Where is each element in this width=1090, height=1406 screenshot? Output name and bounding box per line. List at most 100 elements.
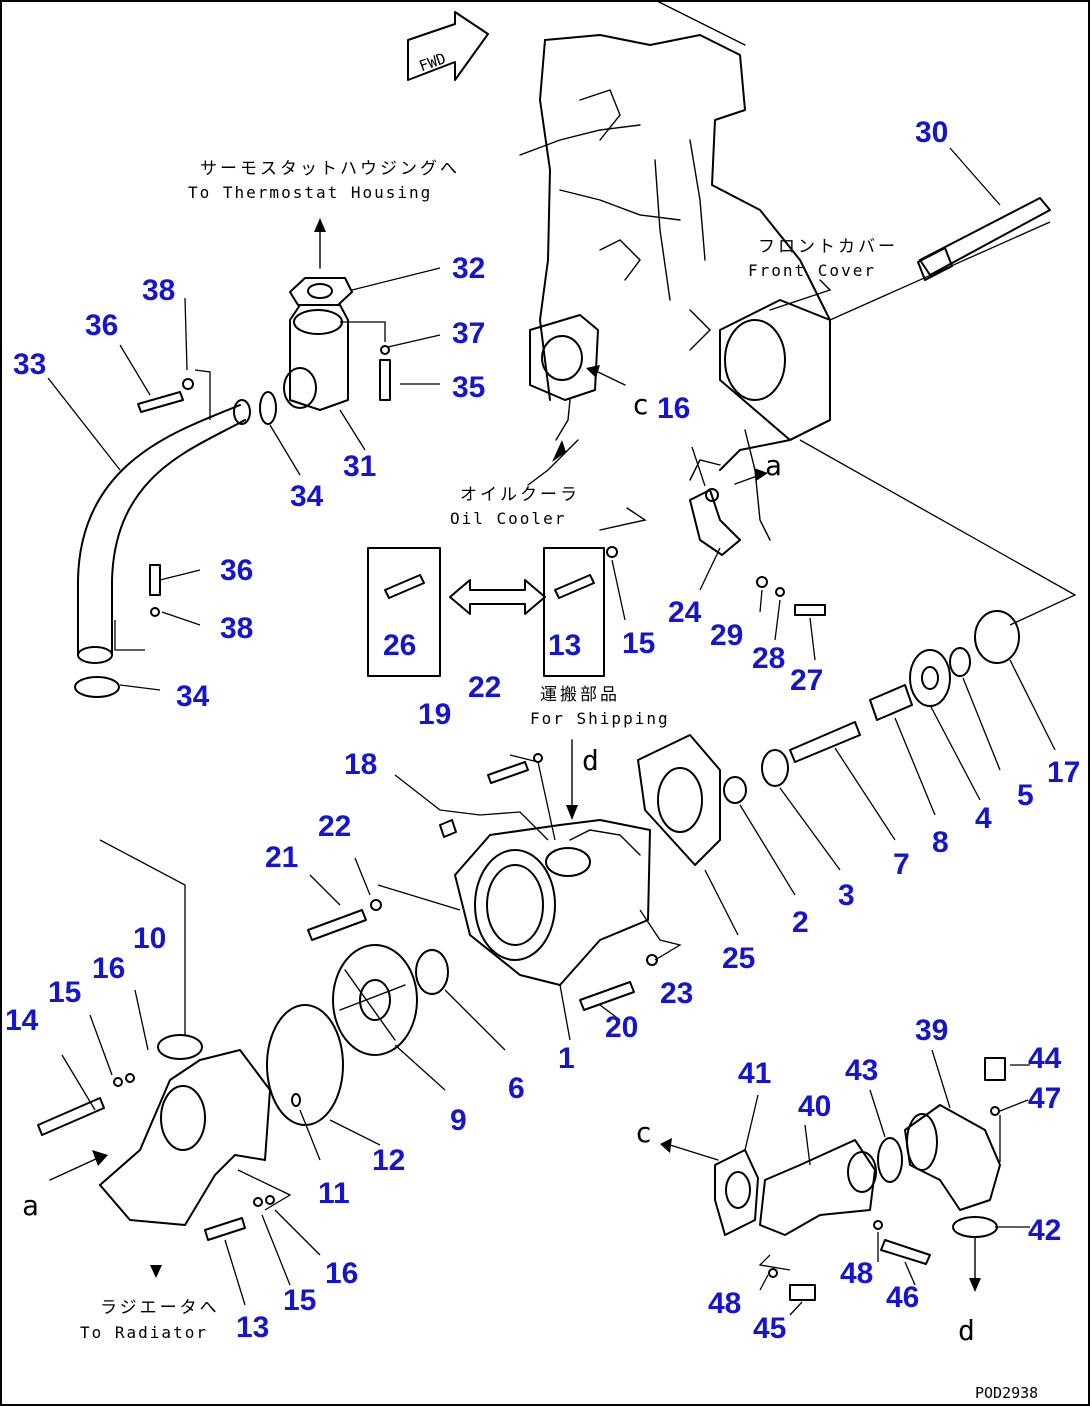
part-25-gasket <box>637 734 721 866</box>
fwd-label: FWD <box>417 49 449 75</box>
callout-34: 34 <box>176 680 210 713</box>
callout-20: 20 <box>605 1011 638 1044</box>
part-2-nut <box>723 776 747 804</box>
callout-6: 6 <box>508 1072 525 1105</box>
part-12-oring <box>266 1004 344 1126</box>
part-40-pipe <box>759 1139 877 1236</box>
callout-9: 9 <box>450 1104 467 1137</box>
callout-13: 13 <box>548 629 581 662</box>
part-3-seal <box>761 749 789 787</box>
drawing-code: POD2938 <box>975 1384 1038 1402</box>
callout-15: 15 <box>283 1284 316 1317</box>
callout-12: 12 <box>372 1144 405 1177</box>
callouts: 30 32 38 36 33 37 35 31 34 16 36 38 34 2… <box>5 116 1080 1345</box>
callout-11: 11 <box>318 1177 350 1210</box>
callout-13: 13 <box>236 1311 269 1344</box>
caption-front-cover-jp: フロントカバー <box>758 237 898 257</box>
callout-3: 3 <box>838 879 855 912</box>
part-17-snap-ring <box>974 610 1020 664</box>
callout-10: 10 <box>133 922 166 955</box>
callout-37: 37 <box>452 317 485 350</box>
callout-15: 15 <box>622 627 655 660</box>
callout-35: 35 <box>452 371 485 404</box>
callout-39: 39 <box>915 1014 948 1047</box>
callout-41: 41 <box>738 1057 771 1090</box>
ref-c-bottom: c <box>635 1116 652 1149</box>
callout-34: 34 <box>290 480 324 513</box>
callout-16: 16 <box>92 952 125 985</box>
callout-27: 27 <box>790 664 823 697</box>
callout-22: 22 <box>468 671 501 704</box>
caption-front-cover-en: Front Cover <box>748 261 876 280</box>
part-11-pin <box>291 1093 301 1107</box>
bolt-13-lower <box>204 1195 275 1241</box>
part-39-elbow <box>904 1104 1001 1211</box>
caption-oil-cooler-en: Oil Cooler <box>450 509 566 528</box>
callout-38: 38 <box>220 612 253 645</box>
callout-46: 46 <box>886 1281 919 1314</box>
caption-thermostat: サーモスタットハウジングへ To Thermostat Housing <box>188 159 460 202</box>
callout-8: 8 <box>932 826 949 859</box>
shipping-box-26 <box>367 547 441 677</box>
bolt-19 <box>487 753 543 784</box>
callout-2: 2 <box>792 906 809 939</box>
ref-d-top: d <box>582 744 599 777</box>
callout-1: 1 <box>558 1042 575 1075</box>
callout-36: 36 <box>85 309 118 342</box>
oil-cooler-flange <box>529 314 599 441</box>
callout-48: 48 <box>708 1287 741 1320</box>
part-10-elbow <box>99 1034 271 1226</box>
callout-14: 14 <box>5 1004 39 1037</box>
callout-45: 45 <box>753 1312 786 1345</box>
callout-16: 16 <box>657 392 690 425</box>
part-33-tube <box>77 399 251 664</box>
shipping-double-arrow <box>449 579 546 615</box>
callout-28: 28 <box>752 642 785 675</box>
callout-5: 5 <box>1017 779 1034 812</box>
callout-40: 40 <box>798 1090 831 1123</box>
part-30-shaft <box>917 197 1051 281</box>
caption-shipping-jp: 運搬部品 <box>540 685 620 705</box>
part-31-connector <box>283 304 349 411</box>
callout-43: 43 <box>845 1054 878 1087</box>
ref-c-top: c <box>632 388 649 421</box>
callout-26: 26 <box>383 629 416 662</box>
bolt-36-upper <box>137 378 194 413</box>
caption-radiator-en: To Radiator <box>80 1323 208 1342</box>
part-43-oring <box>877 1137 903 1183</box>
oil-cooler-bracket <box>606 488 826 616</box>
leader-lines <box>47 147 1077 1316</box>
callout-33: 33 <box>13 348 46 381</box>
bolt-20 <box>579 954 658 1011</box>
callout-44: 44 <box>1028 1042 1062 1075</box>
callout-17: 17 <box>1047 756 1080 789</box>
part-1-pump-body <box>454 819 651 986</box>
part-44-cap <box>984 1057 1006 1116</box>
callout-38: 38 <box>142 274 175 307</box>
bolt-21 <box>307 899 382 941</box>
ref-a-bottom: a <box>22 1189 39 1222</box>
callout-32: 32 <box>452 252 485 285</box>
bolt-45 <box>768 1268 816 1301</box>
bolt-36-lower <box>149 564 161 617</box>
caption-thermostat-jp: サーモスタットハウジングへ <box>200 159 460 179</box>
callout-29: 29 <box>710 619 743 652</box>
callout-31: 31 <box>343 450 376 483</box>
caption-radiator: ラジエータへ To Radiator <box>80 1298 220 1342</box>
callout-18: 18 <box>344 748 377 781</box>
part-6-seal <box>415 949 449 995</box>
callout-16: 16 <box>325 1257 358 1290</box>
caption-shipping-en: For Shipping <box>530 709 670 728</box>
callout-25: 25 <box>722 942 755 975</box>
part-34-oring-lower <box>74 676 120 698</box>
caption-shipping: 運搬部品 For Shipping <box>530 685 670 728</box>
caption-oil-cooler-jp: オイルクーラ <box>460 485 580 505</box>
bolt-35 <box>379 345 391 401</box>
part-32-gasket <box>289 277 353 306</box>
caption-radiator-jp: ラジエータへ <box>100 1298 220 1318</box>
part-4-bearing <box>909 649 951 707</box>
callout-48: 48 <box>840 1257 873 1290</box>
callout-21: 21 <box>265 841 298 874</box>
ref-d-bottom: d <box>958 1314 975 1347</box>
